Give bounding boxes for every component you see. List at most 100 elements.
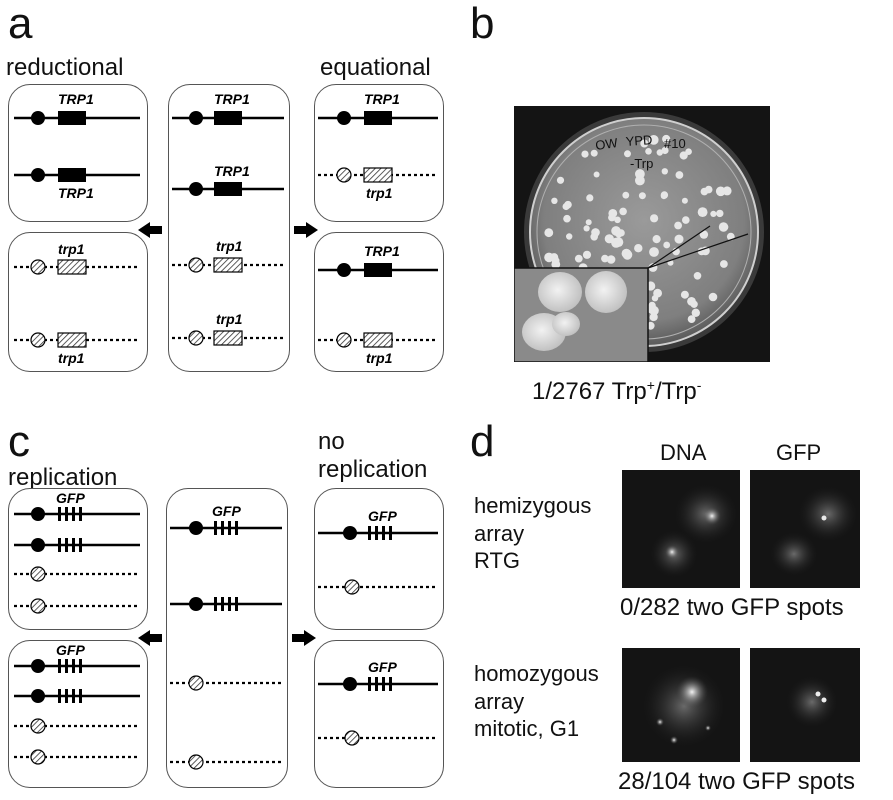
centromere-icon [189, 111, 203, 125]
colony [551, 197, 558, 204]
colony [710, 210, 717, 217]
colony [581, 150, 589, 158]
colony [693, 272, 702, 280]
equational-top-box [314, 84, 444, 222]
colony [586, 194, 594, 202]
colony [645, 148, 652, 155]
hemizygous-count: 0/282 two GFP spots [620, 594, 844, 621]
colony [697, 207, 708, 217]
empty-chromatid [14, 598, 140, 614]
gene-label: trp1 [366, 185, 393, 201]
chromatid-mutant: trp1 [14, 241, 140, 275]
centromere-icon [189, 182, 203, 196]
colony [663, 241, 671, 249]
colony [661, 168, 668, 175]
colony [650, 214, 659, 223]
colony [621, 248, 632, 259]
colony [563, 214, 571, 223]
chromatid-mutant: trp1 [318, 167, 438, 201]
colony [544, 228, 554, 238]
gene-label: TRP1 [364, 243, 400, 259]
centromere-icon [188, 330, 204, 346]
colony [601, 254, 609, 263]
gene-label: trp1 [216, 311, 243, 327]
arrow-right-icon [294, 222, 318, 238]
ratio-sup-plus: + [646, 377, 655, 393]
gene-label: GFP [212, 503, 241, 519]
plate-handwriting: OW [594, 135, 619, 153]
colony [661, 146, 669, 155]
centromere-icon [188, 754, 204, 770]
colony [653, 288, 662, 298]
homozygous-dna-image [622, 648, 740, 762]
colony [691, 308, 700, 317]
hemizygous-gfp-image [750, 470, 860, 588]
colony [614, 216, 621, 224]
colony [679, 151, 688, 160]
empty-chromatid [318, 730, 438, 746]
colony [624, 150, 631, 158]
centromere-icon [337, 111, 351, 125]
petri-dish-photo: OW YPD #10 -Trp [514, 106, 770, 362]
petri-dish-drawing: OW YPD #10 -Trp [514, 112, 764, 362]
colony [590, 149, 598, 157]
gene-label: trp1 [58, 241, 85, 257]
chromatid-mutant: trp1 [172, 238, 284, 273]
colony [704, 185, 713, 194]
colony [634, 244, 643, 253]
gene-label: trp1 [216, 238, 243, 254]
centromere-icon [30, 566, 46, 582]
homozygous-gfp-image [750, 648, 860, 762]
empty-chromatid [14, 749, 140, 765]
equational-bottom-box [314, 232, 444, 372]
ratio-mid: /Trp [654, 378, 697, 405]
centromere-icon [30, 332, 46, 348]
colony [708, 292, 718, 302]
dna-column-header: DNA [660, 440, 707, 465]
reductional-label: reductional [6, 54, 124, 81]
empty-chromatid [14, 718, 140, 734]
colony [687, 315, 696, 323]
gfp-signal-cells [770, 486, 858, 576]
colony [682, 216, 690, 224]
colony [699, 230, 709, 239]
centromere-icon [343, 677, 357, 691]
colony [662, 134, 671, 144]
chromatid-mutant: trp1 [14, 332, 140, 366]
colony [638, 192, 646, 200]
chromatid-wt: TRP1 [14, 91, 140, 125]
colony [680, 290, 689, 299]
panel-d-letter: d [470, 417, 495, 466]
gene-label: GFP [56, 490, 85, 506]
centromere-icon [31, 168, 45, 182]
panel-b-letter: b [470, 0, 495, 48]
hemizygous-dna-image [622, 470, 740, 588]
center-gfp-box [166, 488, 288, 788]
colony [720, 260, 728, 268]
centromere-icon [336, 332, 352, 348]
colony [687, 297, 696, 306]
colony [593, 171, 600, 178]
center-chromatids-box [168, 84, 290, 372]
gene-label: TRP1 [58, 91, 94, 107]
gene-label: GFP [368, 659, 397, 675]
colony [649, 305, 659, 316]
chromatid-wt: TRP1 [172, 91, 284, 125]
colony [681, 197, 688, 204]
colony [674, 234, 684, 244]
chromatid-mutant: trp1 [172, 311, 284, 346]
colony [656, 149, 663, 156]
centromere-icon [31, 659, 45, 673]
colony [660, 191, 669, 199]
gene-label: trp1 [58, 350, 85, 366]
gfp-chromatid: GFP [14, 642, 140, 673]
dna-stain-cell [642, 664, 726, 748]
colony [675, 171, 684, 179]
colony [721, 223, 729, 231]
centromere-icon [188, 675, 204, 691]
gfp-chromatid: GFP [14, 490, 140, 521]
colony [648, 135, 659, 145]
centromere-icon [31, 507, 45, 521]
centromere-icon [189, 597, 203, 611]
